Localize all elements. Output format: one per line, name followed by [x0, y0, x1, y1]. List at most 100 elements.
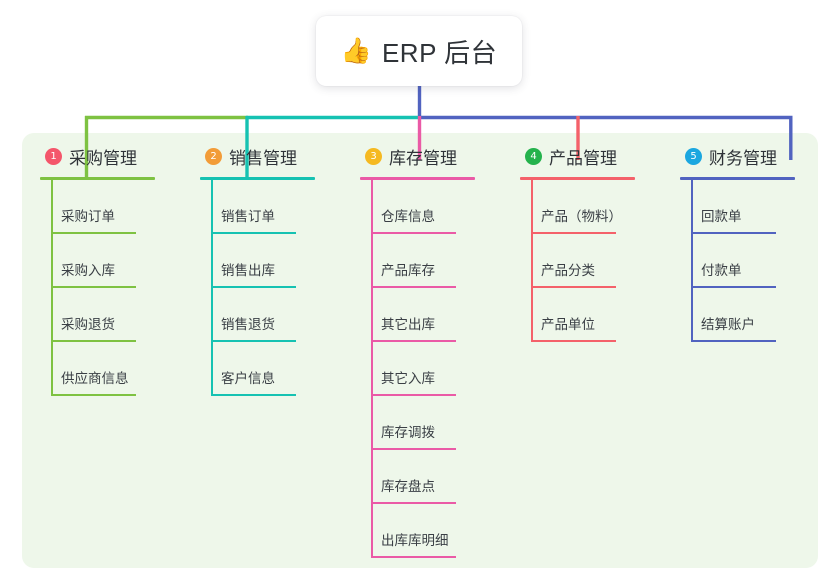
list-item-label: 供应商信息	[61, 371, 129, 386]
leaf-rule	[211, 394, 296, 396]
list-item-label: 产品分类	[541, 263, 595, 278]
column-title-2: 销售管理	[229, 148, 297, 168]
leaf-rule	[531, 286, 616, 288]
thumbs-up-icon: 👍	[340, 36, 372, 65]
column-rule-1	[40, 177, 155, 180]
leaf-stem	[51, 342, 53, 396]
leaf-stem	[371, 342, 373, 396]
column-badge-4: 4	[525, 147, 542, 165]
list-item[interactable]: 产品分类	[511, 234, 671, 288]
leaf-stem	[51, 234, 53, 288]
column-header-product[interactable]: 4 产品管理	[511, 133, 671, 179]
column-items-3: 仓库信息 产品库存 其它出库 其它入库	[351, 177, 511, 558]
leaf-rule	[531, 340, 616, 342]
list-item-label: 采购退货	[61, 317, 115, 332]
column-rule-3	[360, 177, 475, 180]
column-title-4: 产品管理	[549, 148, 617, 168]
list-item-label: 销售订单	[221, 209, 275, 224]
column-header-finance[interactable]: 5 财务管理	[671, 133, 831, 179]
list-item-label: 其它出库	[381, 317, 435, 332]
root-node[interactable]: 👍 ERP 后台	[316, 16, 522, 86]
list-item-label: 库存调拨	[381, 425, 435, 440]
column-header-sales[interactable]: 2 销售管理	[191, 133, 351, 179]
leaf-stem	[371, 288, 373, 342]
leaf-rule	[211, 286, 296, 288]
column-badge-5: 5	[685, 147, 702, 165]
column-sales: 2 销售管理 销售订单 销售出库 销售退货	[191, 133, 351, 396]
list-item[interactable]: 采购订单	[31, 177, 191, 234]
column-finance: 5 财务管理 回款单 付款单 结算账户	[671, 133, 831, 342]
leaf-rule	[371, 556, 456, 558]
list-item[interactable]: 采购退货	[31, 288, 191, 342]
list-item[interactable]: 采购入库	[31, 234, 191, 288]
content-panel	[22, 133, 818, 568]
list-item[interactable]: 产品（物料）	[511, 177, 671, 234]
column-badge-2: 2	[205, 147, 222, 165]
list-item[interactable]: 其它出库	[351, 288, 511, 342]
column-items-1: 采购订单 采购入库 采购退货 供应商信息	[31, 177, 191, 396]
leaf-rule	[51, 340, 136, 342]
leaf-stem	[531, 234, 533, 288]
column-title-5: 财务管理	[709, 148, 777, 168]
column-badge-1: 1	[45, 147, 62, 165]
list-item[interactable]: 仓库信息	[351, 177, 511, 234]
list-item[interactable]: 销售订单	[191, 177, 351, 234]
list-item[interactable]: 回款单	[671, 177, 831, 234]
root-title: ERP 后台	[381, 37, 498, 68]
list-item-label: 采购入库	[61, 263, 115, 278]
list-item-label: 客户信息	[221, 371, 275, 386]
leaf-stem	[211, 342, 213, 396]
list-item[interactable]: 产品库存	[351, 234, 511, 288]
column-product: 4 产品管理 产品（物料） 产品分类 产品单位	[511, 133, 671, 342]
leaf-stem	[531, 288, 533, 342]
leaf-stem	[51, 288, 53, 342]
list-item[interactable]: 出库库明细	[351, 504, 511, 558]
column-title-3: 库存管理	[389, 148, 457, 168]
leaf-rule	[531, 232, 616, 234]
list-item[interactable]: 其它入库	[351, 342, 511, 396]
leaf-stem	[371, 450, 373, 504]
column-title-1: 采购管理	[69, 148, 137, 168]
list-item-label: 采购订单	[61, 209, 115, 224]
list-item-label: 出库库明细	[381, 533, 449, 548]
column-rule-5	[680, 177, 795, 180]
list-item-label: 库存盘点	[381, 479, 435, 494]
leaf-rule	[371, 340, 456, 342]
leaf-stem	[691, 234, 693, 288]
leaf-rule	[51, 232, 136, 234]
leaf-rule	[691, 232, 776, 234]
leaf-stem	[51, 177, 53, 234]
list-item[interactable]: 库存盘点	[351, 450, 511, 504]
column-header-purchasing[interactable]: 1 采购管理	[31, 133, 191, 179]
column-badge-3: 3	[365, 147, 382, 165]
leaf-stem	[211, 288, 213, 342]
list-item-label: 结算账户	[701, 317, 755, 332]
leaf-rule	[51, 394, 136, 396]
list-item[interactable]: 库存调拨	[351, 396, 511, 450]
leaf-stem	[371, 234, 373, 288]
list-item[interactable]: 供应商信息	[31, 342, 191, 396]
list-item[interactable]: 客户信息	[191, 342, 351, 396]
list-item-label: 销售退货	[221, 317, 275, 332]
list-item-label: 回款单	[701, 209, 742, 224]
list-item[interactable]: 销售退货	[191, 288, 351, 342]
column-header-inventory[interactable]: 3 库存管理	[351, 133, 511, 179]
leaf-stem	[691, 177, 693, 234]
leaf-rule	[51, 286, 136, 288]
column-items-5: 回款单 付款单 结算账户	[671, 177, 831, 342]
leaf-rule	[211, 232, 296, 234]
leaf-rule	[371, 286, 456, 288]
list-item[interactable]: 结算账户	[671, 288, 831, 342]
list-item-label: 仓库信息	[381, 209, 435, 224]
list-item-label: 付款单	[701, 263, 742, 278]
leaf-stem	[211, 234, 213, 288]
list-item[interactable]: 销售出库	[191, 234, 351, 288]
list-item-label: 产品（物料）	[541, 209, 622, 224]
leaf-rule	[691, 340, 776, 342]
leaf-stem	[371, 396, 373, 450]
list-item[interactable]: 付款单	[671, 234, 831, 288]
leaf-rule	[371, 502, 456, 504]
column-rule-2	[200, 177, 315, 180]
list-item[interactable]: 产品单位	[511, 288, 671, 342]
